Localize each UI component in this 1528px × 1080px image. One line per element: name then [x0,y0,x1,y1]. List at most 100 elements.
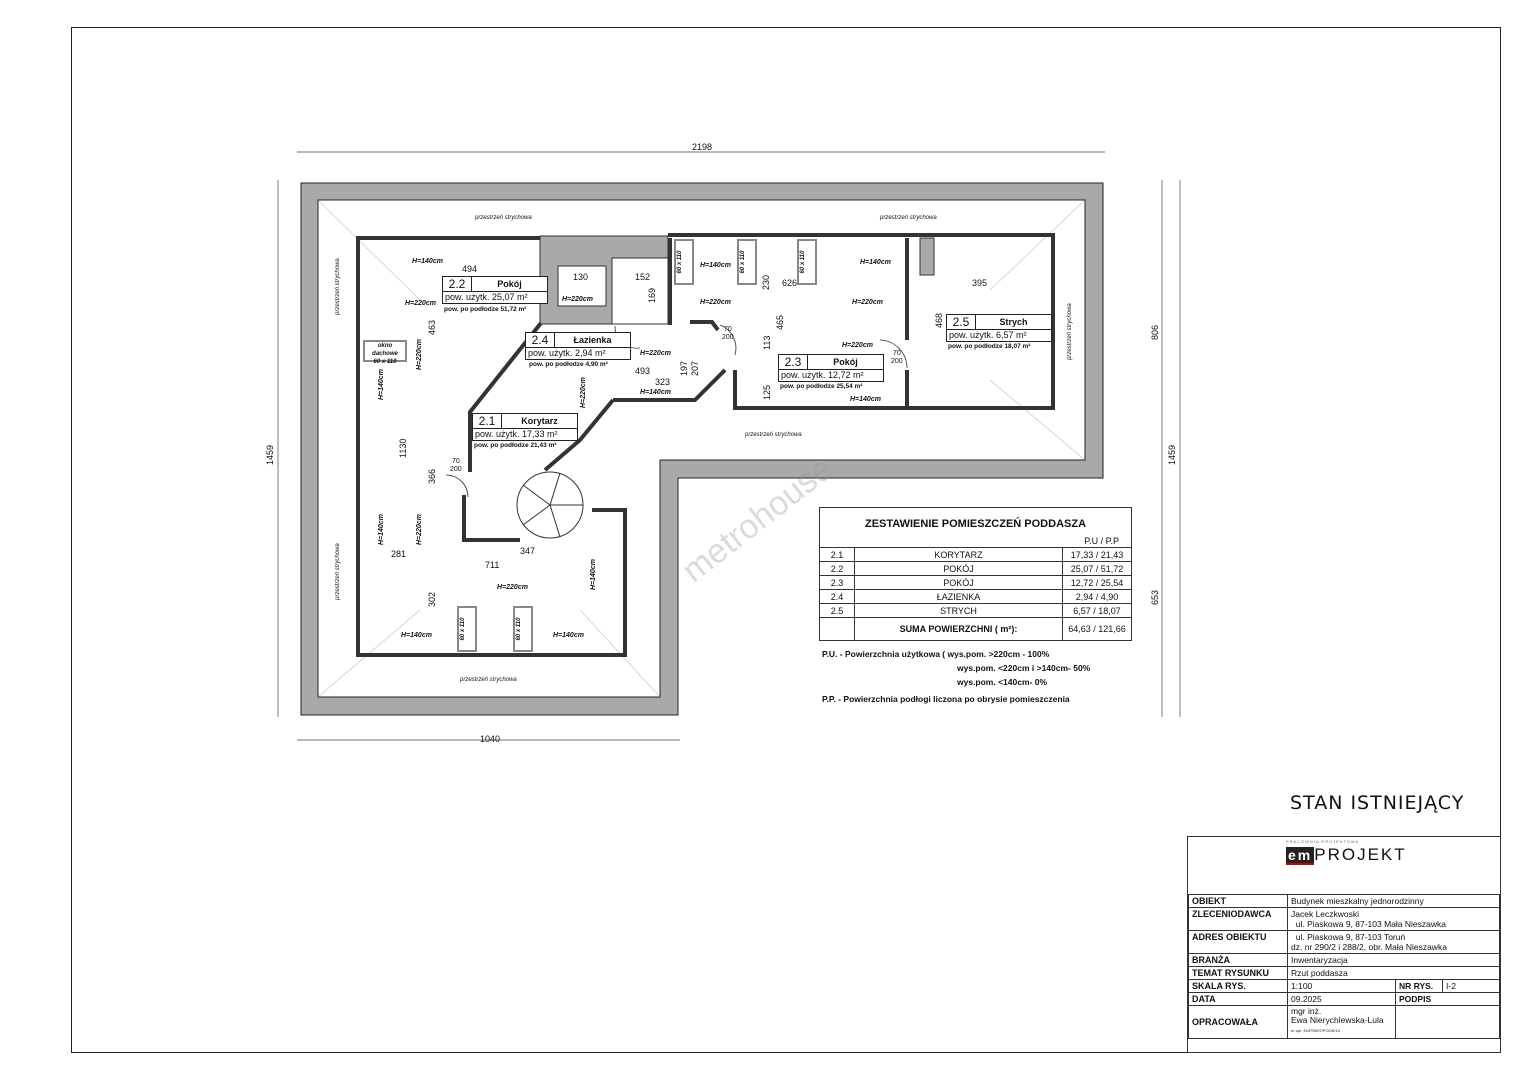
height-label: H=220cm [842,342,873,349]
window-size: 60 x 110 [460,617,466,641]
height-label: H=140cm [378,369,385,400]
field-label: TEMAT RYSUNKU [1188,966,1288,980]
door-height: 200 [891,358,903,365]
dim: 463 [427,319,437,335]
dim: 366 [427,468,437,484]
dim: 347 [520,546,536,556]
room-name: Korytarz [521,416,558,426]
total-value: 64,63 / 121,66 [1062,617,1132,641]
row-value: 25,07 / 51,72 [1062,561,1132,576]
dim: 197 [679,360,689,376]
dim: 493 [635,366,651,376]
row-name: POKÓJ [854,575,1063,590]
window-size: 60 x 110 [677,250,683,274]
row-name: POKÓJ [854,561,1063,576]
window-size: 60 x 110 [800,250,806,274]
field-label: NR RYS. [1395,979,1443,993]
room-usable-area: pow. użytk. 6,57 m² [949,330,1027,340]
total-row: SUMA POWIERZCHNI ( m²):64,63 / 121,66 [819,617,1132,641]
door-width: 70 [892,350,901,357]
dim: 302 [427,591,437,607]
field-label: ADRES OBIEKTU [1188,930,1288,954]
summary-header: P.U / P.P [819,534,1132,548]
door-height: 200 [722,334,734,341]
room-usable-area: pow. użytk. 2,94 m² [528,348,606,358]
dim: 494 [462,264,478,274]
field-label: DATA [1188,992,1288,1006]
field-value: Budynek mieszkalny jednorodzinny [1287,894,1500,908]
total-label: SUMA POWIERZCHNI ( m²): [854,617,1063,641]
logo-em: em [1286,847,1315,865]
door-height: 200 [450,466,462,473]
legend-line: wys.pom. <220cm i >140cm- 50% [957,663,1091,673]
height-label: H=140cm [412,258,443,265]
row-no: 2.4 [819,589,855,604]
dim-bottom-width: 1040 [480,734,501,744]
dim: 468 [934,312,944,328]
window-size: 60 x 110 [373,359,397,365]
height-label: H=220cm [852,299,883,306]
drawing-frame [71,27,1501,1053]
dim-top-width: 2198 [692,142,713,152]
spiral-stairs [516,471,584,539]
field-label: SKALA RYS. [1188,979,1288,993]
row-value: 2,94 / 4,90 [1062,589,1132,604]
dim-left-height: 1459 [265,444,275,465]
attic-label: przestrzeń strychowa [880,215,937,221]
row-name: ŁAZIENKA [854,589,1063,604]
room-floor-area: pow. po podłodze 18,07 m² [948,343,1031,350]
window-size: 60 x 110 [740,250,746,274]
field-label: OBIEKT [1188,894,1288,908]
attic-label: przestrzeń strychowa [460,677,517,683]
room-name: Łazienka [573,335,612,345]
room-usable-area: pow. użytk. 17,33 m² [475,429,558,439]
field-label: OPRACOWAŁA [1188,1005,1288,1039]
height-label: H=220cm [580,377,587,408]
dim: 169 [647,287,657,303]
dim-right-height: 1459 [1167,444,1177,465]
bathtub [557,265,607,307]
walls [356,233,1055,657]
summary-title: ZESTAWIENIE POMIESZCZEŃ PODDASZA [819,507,1132,534]
dim: 130 [573,272,589,282]
height-label: H=140cm [850,396,881,403]
field-value: Jacek Leczkwoski ul. Piaskowa 9, 87-103 … [1287,907,1500,931]
height-label: H=140cm [640,389,671,396]
height-label: H=140cm [378,514,385,545]
attic-label: przestrzeń strychowa [335,543,341,600]
roof-window: 60 x 110 [737,239,757,285]
room-name: Pokój [833,357,858,367]
drawing-status: STAN ISTNIEJĄCY [1290,792,1465,814]
object-address: ul. Piaskowa 9, 87-103 Toruń [1295,932,1406,942]
room-summary-table: ZESTAWIENIE POMIESZCZEŃ PODDASZA P.U / P… [819,507,1132,641]
dim-right-lower: 653 [1150,589,1160,605]
roof-window: 60 x 110 [513,606,533,652]
room-usable-area: pow. użytk. 25,07 m² [445,292,528,302]
field-label: BRANŻA [1188,953,1288,967]
dim: 465 [775,314,785,330]
dim: 281 [391,549,407,559]
dimension-lines [277,151,1181,741]
field-value: Inwentaryzacja [1287,953,1500,967]
height-label: H=220cm [640,350,671,357]
bathroom [611,257,669,325]
dim: 323 [655,377,671,387]
legend-line: wys.pom. <140cm- 0% [957,677,1048,687]
legend-line: P.U. - Powierzchnia użytkowa ( wys.pom. … [822,649,1050,659]
height-label: H=140cm [553,632,584,639]
author-name: Ewa Nierychlewska-Lula [1291,1015,1384,1025]
row-value: 17,33 / 21,43 [1062,547,1132,562]
client-name: Jacek Leczkwoski [1291,909,1360,919]
dim: 230 [761,274,771,290]
